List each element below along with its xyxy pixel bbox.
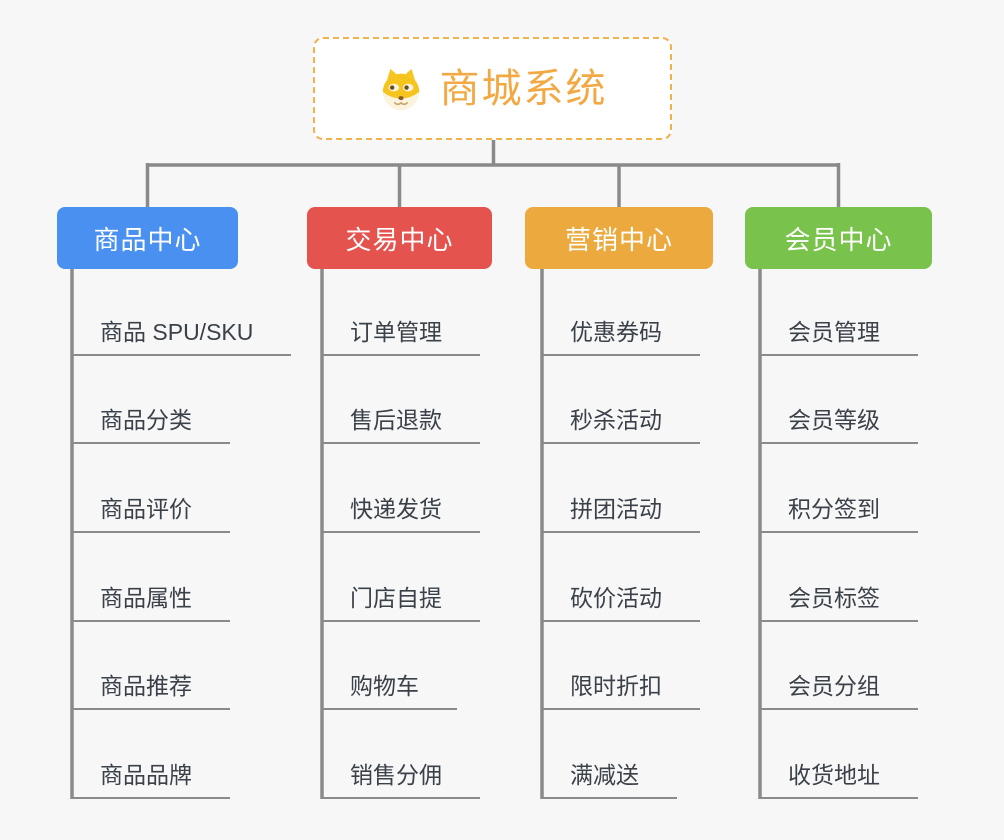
leaf-node[interactable]: 拼团活动 [542, 495, 700, 533]
leaf-node[interactable]: 会员分组 [760, 672, 918, 710]
leaf-node[interactable]: 商品 SPU/SKU [72, 318, 292, 356]
root-node[interactable]: 商城系统 [313, 37, 672, 140]
leaf-node[interactable]: 秒杀活动 [542, 406, 700, 444]
leaf-node[interactable]: 会员管理 [760, 318, 918, 356]
leaf-node[interactable]: 会员标签 [760, 584, 918, 622]
leaf-node[interactable]: 商品推荐 [72, 672, 230, 710]
leaf-node[interactable]: 砍价活动 [542, 584, 700, 622]
branch-node-product-center[interactable]: 商品中心 [57, 207, 238, 269]
leaf-node[interactable]: 门店自提 [322, 584, 480, 622]
leaf-node[interactable]: 商品评价 [72, 495, 230, 533]
branch-node-marketing-center[interactable]: 营销中心 [525, 207, 713, 269]
leaf-node[interactable]: 商品分类 [72, 406, 230, 444]
branch-node-trade-center[interactable]: 交易中心 [307, 207, 492, 269]
leaf-node[interactable]: 限时折扣 [542, 672, 700, 710]
leaf-node[interactable]: 积分签到 [760, 495, 918, 533]
leaf-node[interactable]: 售后退款 [322, 406, 480, 444]
doge-icon [382, 68, 419, 110]
leaf-node[interactable]: 购物车 [322, 672, 457, 710]
leaf-node[interactable]: 会员等级 [760, 406, 918, 444]
leaf-node[interactable]: 商品品牌 [72, 761, 230, 799]
leaf-node[interactable]: 订单管理 [322, 318, 480, 356]
leaf-node[interactable]: 快递发货 [322, 495, 480, 533]
leaf-node[interactable]: 销售分佣 [322, 761, 480, 799]
root-node-title: 商城系统 [439, 66, 608, 111]
leaf-node[interactable]: 满减送 [542, 761, 677, 799]
leaf-node[interactable]: 优惠券码 [542, 318, 700, 356]
leaf-node[interactable]: 商品属性 [72, 584, 230, 622]
branch-node-member-center[interactable]: 会员中心 [745, 207, 932, 269]
leaf-node[interactable]: 收货地址 [760, 761, 918, 799]
